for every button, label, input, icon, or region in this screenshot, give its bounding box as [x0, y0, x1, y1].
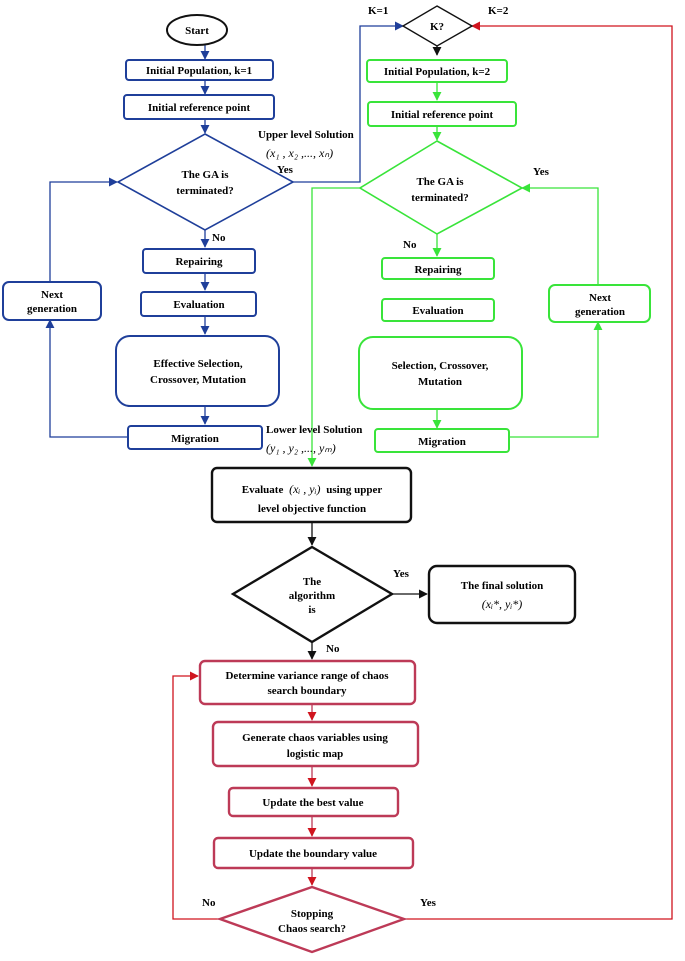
algorithm-line2: algorithm [289, 590, 335, 602]
lower-solution-label: Lower level Solution [266, 424, 362, 436]
generate-line1: Generate chaos variables using [242, 732, 388, 744]
upper-repairing-box [142, 248, 256, 274]
upper-solution-math: (x₁ , x₂ ,..., xₙ) [266, 146, 333, 160]
lower-evaluation-label: Evaluation [412, 305, 463, 317]
lower-next-gen-line2: generation [575, 306, 625, 318]
upper-migration-label: Migration [171, 433, 219, 445]
k-decision-label: K? [430, 21, 444, 33]
lower-yes-label: Yes [533, 166, 550, 178]
algorithm-no-label: No [326, 643, 340, 655]
upper-decision [116, 133, 295, 231]
algorithm-yes-label: Yes [393, 568, 410, 580]
stopping-yes-label: Yes [420, 897, 437, 909]
stopping-line2: Chaos search? [278, 923, 346, 935]
arrow-yes-to-k [293, 21, 404, 183]
upper-selection-line1: Effective Selection, [153, 358, 242, 370]
lower-migration-label: Migration [418, 436, 466, 448]
arrow-nextgen-to-decision [49, 177, 118, 282]
boundary-value-label: Update the boundary value [249, 848, 377, 860]
arrow-yes2-to-evaluate [307, 187, 360, 467]
upper-init-ref-label: Initial reference point [148, 102, 251, 114]
k1-label: K=1 [368, 5, 388, 17]
upper-evaluation-box [140, 291, 257, 317]
evaluate-line1-post: using upper [326, 484, 382, 496]
upper-migration-box [127, 425, 263, 450]
lower-decision [358, 140, 524, 235]
variance-box [198, 659, 417, 706]
upper-next-gen-box [2, 281, 102, 321]
connectors [45, 21, 673, 920]
evaluation-stage: Evaluate (xᵢ , yᵢ) using upper level obj… [210, 466, 577, 655]
generate-box [211, 720, 420, 768]
upper-selection-box [115, 335, 280, 407]
final-solution-line1: The final solution [461, 580, 544, 592]
lower-init-ref-label: Initial reference point [391, 109, 494, 121]
lower-decision-line1: The GA is [416, 176, 464, 188]
algorithm-decision [230, 545, 395, 644]
lower-selection-box [358, 336, 523, 410]
lower-init-pop-box [366, 59, 508, 83]
upper-repairing-label: Repairing [175, 256, 223, 268]
upper-decision-line1: The GA is [181, 169, 229, 181]
upper-init-pop-box [125, 59, 274, 81]
lower-solution-math: (y₁ , y₂ ,..., yₘ) [266, 441, 336, 455]
start-label: Start [185, 25, 209, 37]
variance-line1: Determine variance range of chaos [225, 670, 389, 682]
upper-next-gen-line2: generation [27, 303, 77, 315]
lower-next-gen-line1: Next [589, 292, 611, 304]
lower-repairing-label: Repairing [414, 264, 462, 276]
lower-level: Initial Population, k=2 Initial referenc… [266, 59, 651, 455]
arrow-migration-to-nextgen [45, 319, 128, 438]
lower-init-pop-label: Initial Population, k=2 [384, 66, 491, 78]
generate-line2: logistic map [287, 748, 344, 760]
upper-next-gen-line1: Next [41, 289, 63, 301]
variance-line2: search boundary [268, 685, 347, 697]
upper-evaluation-label: Evaluation [173, 299, 224, 311]
evaluate-box [210, 466, 413, 524]
lower-next-gen-box [548, 284, 651, 323]
best-value-box [227, 786, 400, 818]
algorithm-line1: The [303, 576, 321, 588]
upper-solution-label: Upper level Solution [258, 129, 354, 141]
evaluate-line1-math: (xᵢ , yᵢ) [289, 482, 320, 496]
start-node: Start [166, 14, 228, 46]
arrow-migration2-to-nextgen2 [509, 321, 603, 438]
chaos-search: Determine variance range of chaos search… [198, 659, 437, 954]
k2-label: K=2 [488, 5, 509, 17]
arrow-stop-yes-to-k [404, 21, 673, 920]
lower-init-ref-box [367, 101, 517, 127]
stopping-line1: Stopping [291, 908, 334, 920]
upper-no-label: No [212, 232, 226, 244]
boundary-value-box [212, 836, 415, 870]
lower-evaluation-box [381, 298, 495, 322]
lower-no-label: No [403, 239, 417, 251]
stopping-no-label: No [202, 897, 216, 909]
evaluate-line1-pre: Evaluate [242, 484, 284, 496]
upper-yes-label: Yes [277, 164, 294, 176]
evaluate-line1: Evaluate (xᵢ , yᵢ) using upper [242, 482, 383, 496]
upper-init-pop-label: Initial Population, k=1 [146, 65, 252, 77]
k-decision: K? [401, 5, 474, 47]
lower-migration-box [374, 428, 510, 453]
lower-selection-line2: Mutation [418, 376, 462, 388]
upper-selection-line2: Crossover, Mutation [150, 374, 246, 386]
arrow-stop-no-loop [172, 671, 220, 920]
evaluate-line2: level objective function [258, 503, 366, 515]
arrow-nextgen2-to-decision2 [521, 183, 599, 285]
upper-init-ref-box [123, 94, 275, 120]
lower-decision-line2: terminated? [411, 192, 468, 204]
lower-repairing-box [381, 257, 495, 280]
lower-selection-line1: Selection, Crossover, [392, 360, 489, 372]
upper-decision-line2: terminated? [176, 185, 233, 197]
algorithm-line3: is [308, 604, 316, 616]
final-solution-line2: (xᵢ*, yᵢ*) [482, 597, 522, 611]
stopping-decision [216, 885, 408, 954]
best-value-label: Update the best value [262, 797, 363, 809]
upper-level: Initial Population, k=1 Initial referenc… [2, 59, 354, 450]
final-solution-box [427, 564, 577, 625]
